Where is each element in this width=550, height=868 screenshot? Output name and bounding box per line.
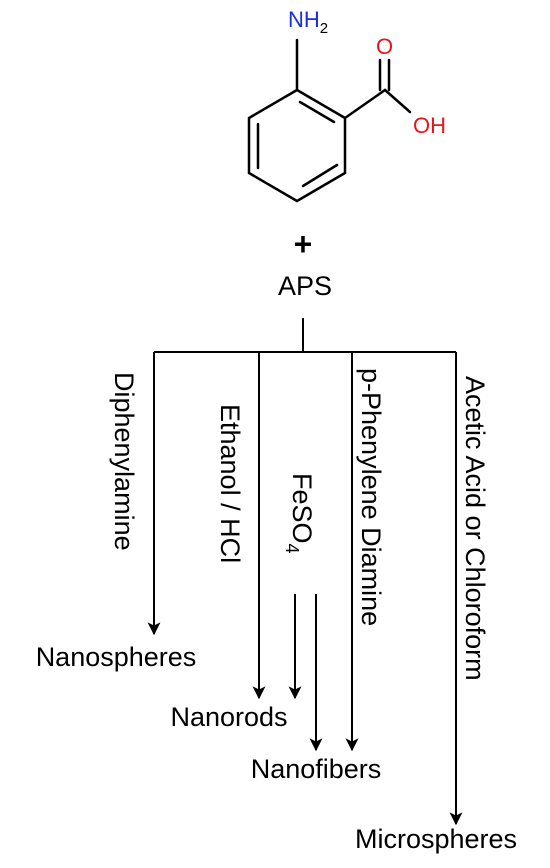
branch-lines: [147, 318, 463, 826]
benzene-ring: [247, 88, 347, 203]
feso4-base: FeSO: [287, 473, 317, 544]
hydroxyl-label: OH: [413, 113, 446, 138]
plus-sign: +: [294, 226, 313, 262]
aps-label: APS: [278, 271, 332, 301]
carboxyl-bond: [343, 88, 387, 120]
amine-subscript: 2: [320, 20, 328, 37]
condition-acetic-acid: Acetic Acid or Chloroform: [460, 376, 490, 681]
feso4-subscript: 4: [282, 544, 302, 554]
condition-feso4: FeSO4: [282, 473, 317, 554]
product-microspheres: Microspheres: [355, 824, 517, 854]
anthranilic-acid-structure: [247, 38, 412, 203]
product-nanorods: Nanorods: [170, 702, 287, 732]
ring-double-bond-1: [298, 100, 336, 124]
product-nanospheres: Nanospheres: [36, 642, 197, 672]
ring-double-bond-2: [301, 163, 339, 188]
hydroxyl-bond: [383, 88, 412, 114]
condition-ethanol-hcl: Ethanol / HCl: [215, 404, 245, 563]
amine-label: NH2: [288, 7, 328, 37]
condition-diphenylamine: Diphenylamine: [109, 372, 139, 551]
condition-p-phenylene-diamine: p-Phenylene Diamine: [356, 368, 386, 626]
carbonyl-o-label: O: [376, 34, 393, 59]
product-nanofibers: Nanofibers: [251, 754, 382, 784]
amine-n-label: NH: [288, 7, 320, 32]
